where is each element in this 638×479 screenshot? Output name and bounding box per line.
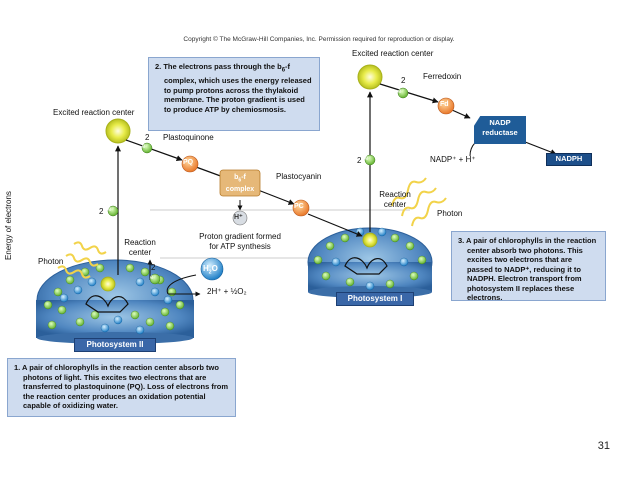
- fd-carrier: [437, 97, 455, 115]
- excited-rc-right: [357, 64, 383, 90]
- pq-carrier: [181, 155, 199, 173]
- ferredoxin-label: Ferredoxin: [423, 72, 462, 81]
- h-plus-text: H⁺: [234, 214, 243, 221]
- plastoquinone-label: Plastoquinone: [163, 133, 214, 142]
- electron-left-mid: [107, 205, 119, 217]
- electron-left-upper: [141, 142, 153, 154]
- e-label-5: e⁻: [398, 89, 405, 95]
- pq-text: PQ: [183, 159, 194, 166]
- note-step-1: 1. A pair of chlorophylls in the reactio…: [7, 358, 236, 417]
- reaction-center-right-label: Reaction center: [379, 190, 411, 209]
- ps2-pigments: [43, 263, 185, 331]
- e-label-2: e⁻: [108, 207, 115, 213]
- electron-right-mid: [364, 154, 376, 166]
- excited-rc-left: [105, 118, 131, 144]
- two-upper-left: 2: [145, 133, 150, 142]
- h2o-text: H2O: [203, 264, 218, 276]
- h-plus-circle: [232, 210, 248, 226]
- pc-carrier: [292, 199, 310, 217]
- photon-right-label: Photon: [437, 209, 463, 218]
- photosystem-1-label: Photosystem I: [336, 292, 414, 306]
- pc-text: PC: [294, 203, 304, 210]
- photon-left-label: Photon: [38, 257, 64, 266]
- two-mid-left: 2: [99, 207, 104, 216]
- e-label-3: e⁻: [150, 275, 157, 281]
- two-water: 2: [151, 263, 156, 272]
- electron-water: [149, 273, 161, 285]
- fd-text: Fd: [440, 101, 449, 108]
- two-right-mid: 2: [357, 156, 362, 165]
- plastocyanin-label: Plastocyanin: [276, 172, 322, 181]
- h2o-circle: [200, 257, 224, 281]
- note-step-3: 3. A pair of chlorophylls in the reactio…: [451, 231, 606, 302]
- proton-gradient-label: Proton gradient formed for ATP synthesis: [199, 232, 281, 251]
- nadph-tag: NADPH: [546, 153, 592, 166]
- photon-right-icon: [391, 177, 447, 227]
- electron-right-top: [397, 87, 409, 99]
- reaction-center-left-label: Reaction center: [124, 238, 156, 257]
- note-step-2: 2. The electrons pass through the b6-f c…: [148, 57, 320, 131]
- e-label-1: e⁻: [142, 144, 149, 150]
- two-right-top: 2: [401, 76, 406, 85]
- b6f-complex-label: b6-f complex: [225, 174, 255, 194]
- excited-rc-left-label: Excited reaction center: [53, 108, 135, 117]
- ps1-reaction-center: [362, 232, 378, 248]
- copyright-notice: Copyright © The McGraw-Hill Companies, I…: [183, 36, 455, 43]
- nadp-reductase-box: NADP reductase: [474, 116, 526, 144]
- photon-left-icon: [57, 241, 107, 279]
- b6f-complex-box: [219, 169, 261, 197]
- excited-rc-right-label: Excited reaction center: [352, 49, 434, 58]
- e-label-4: e⁻: [365, 156, 372, 162]
- photosystem-2-label: Photosystem II: [74, 338, 156, 352]
- nadp-h-label: NADP⁺ + H⁺: [430, 155, 476, 164]
- ps2-reaction-center: [100, 276, 116, 292]
- water-products-label: 2H⁺ + ½O₂: [207, 287, 247, 296]
- page-number: 31: [597, 440, 610, 452]
